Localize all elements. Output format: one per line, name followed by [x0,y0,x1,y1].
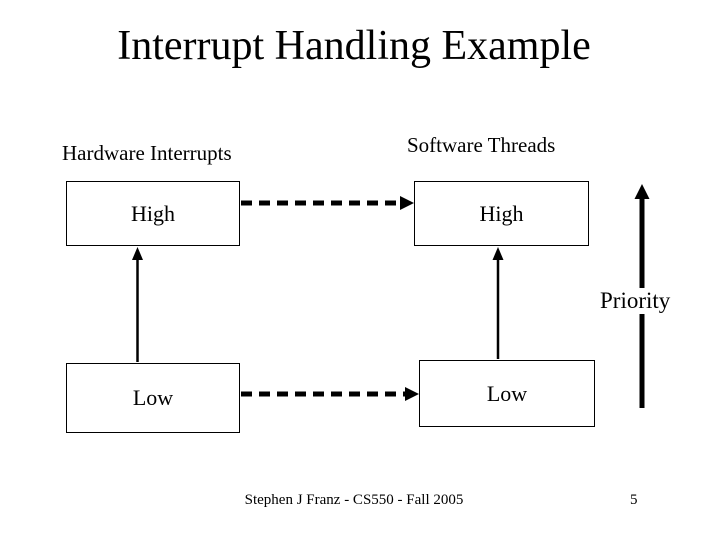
hardware-up-arrow-icon [132,247,143,362]
hardware-low-box-label: Low [132,385,174,410]
software-high-box: High [414,181,589,246]
hardware-high-box: High [66,181,240,246]
dashed-arrow-low-icon [241,387,419,401]
software-up-arrow-icon [492,247,504,359]
software-threads-label: Software Threads [407,133,556,157]
hardware-interrupts-label: Hardware Interrupts [62,141,232,165]
software-low-box: Low [419,360,595,427]
page-number: 5 [630,492,638,508]
footer-credit: Stephen J Franz - CS550 - Fall 2005 [244,492,464,508]
software-low-box-label: Low [486,380,528,406]
hardware-high-box-label: High [131,200,175,226]
priority-label: Priority [597,288,674,314]
slide-title: Interrupt Handling Example [117,23,591,69]
software-high-box-label: High [479,200,524,226]
dashed-arrow-high-icon [241,196,414,210]
hardware-low-box: Low [66,363,240,433]
